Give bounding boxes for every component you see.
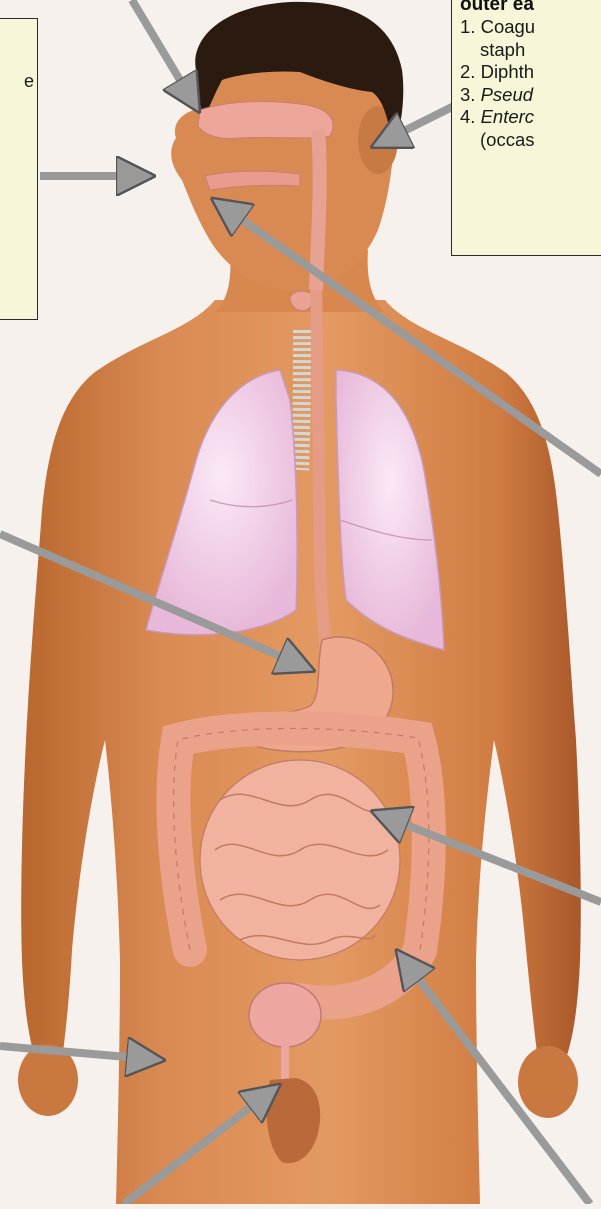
label-line: 4. Enterc — [460, 106, 601, 129]
left-label-fragment: e — [24, 71, 34, 92]
label-text: Diphth — [481, 61, 534, 82]
right-label-heading: outer ea — [460, 0, 601, 16]
left-label-box: e — [0, 18, 38, 320]
label-text: Enterc — [481, 106, 534, 127]
label-line: 3. Pseud — [460, 84, 601, 107]
label-line: staph — [460, 39, 601, 62]
label-text: staph — [480, 39, 525, 60]
label-text: Coagu — [481, 16, 536, 37]
right-label-box: outer ea 1. Coagu staph 2. Diphth 3. Pse… — [451, 0, 601, 256]
bladder — [249, 983, 321, 1047]
label-line: 1. Coagu — [460, 16, 601, 39]
pharynx — [316, 130, 320, 290]
small-intestine — [200, 760, 400, 960]
right-hand — [518, 1046, 578, 1118]
label-line: 2. Diphth — [460, 61, 601, 84]
label-line: (occas — [460, 129, 601, 152]
label-text: Pseud — [481, 84, 533, 105]
label-text: (occas — [480, 129, 535, 150]
